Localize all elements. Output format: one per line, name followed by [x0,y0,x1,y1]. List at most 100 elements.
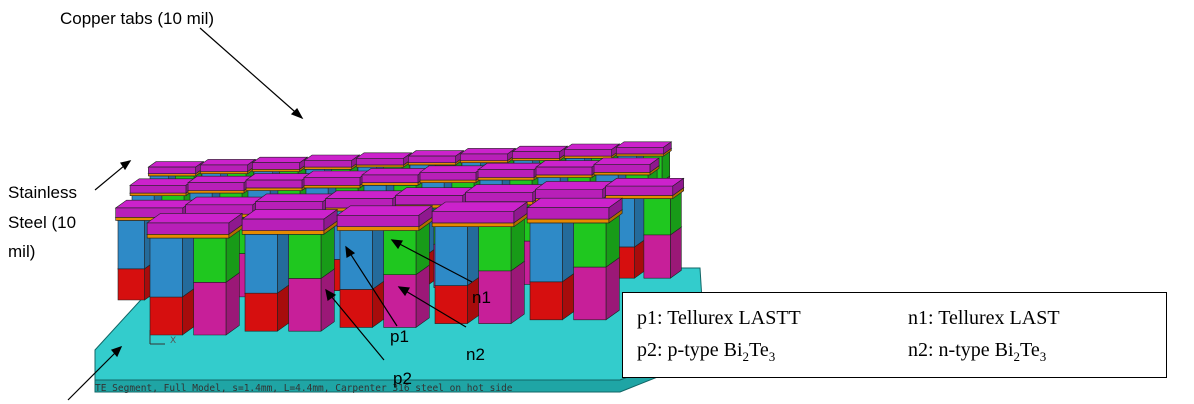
leg-pair-r2-5-copper-front [465,192,534,203]
arrowhead-p2 [325,288,337,302]
leg-pair-r3-3-n2-side [510,260,525,325]
arrowhead-p1 [345,245,356,258]
leg-pair-r3-4-n2-side [605,256,620,321]
leg-pair-r2-0-copper-top [114,199,195,209]
leg-pair-r0-7-copper-front [512,151,560,159]
leg-pair-r1-7-stainless-front [535,174,593,178]
leg-pair-r3-4-n1-front [573,222,607,268]
leg-pair-r2-7-n2-front [643,234,671,279]
legend-p1: p1: Tellurex LASTT [637,307,801,329]
leg-pair-r2-2-copper-top [254,193,335,203]
arrowhead-base [110,346,123,358]
leg-pair-r3-0-copper-front [146,222,230,235]
leg-pair-r1-1-stainless-front [187,190,245,194]
leg-pair-r3-1-copper-front [241,218,325,231]
leg-pair-r0-3-stainless-front [304,166,352,170]
leg-pair-r3-2-stainless-front [336,226,420,231]
leg-pair-r3-2-n2-front [383,274,417,328]
leg-pair-r0-3-copper-front [304,160,352,168]
legend-n1: n1: Tellurex LAST [908,307,1060,329]
leg-pair-r3-0-p2-front [149,296,183,336]
leg-pair-r3-3-stainless-front [431,222,515,227]
leg-pair-r3-1-n2-front [288,278,322,332]
arrow-copper-tabs [199,27,303,119]
leg-pair-r2-0-p1-front [117,220,145,270]
leg-pair-r1-7-copper-top [535,160,602,168]
legend-box: p1: Tellurex LASTT n1: Tellurex LAST p2:… [622,292,1167,378]
arrowhead-copper [290,108,304,120]
leg-pair-r1-8-copper-front [593,164,651,173]
leg-pair-r3-1-p2-front [244,292,278,332]
leg-pair-r0-4-copper-top [355,152,413,159]
leg-pair-r1-7-copper-front [535,166,593,176]
leg-pair-r3-4-p2-front [529,281,563,321]
leg-pair-r1-8-stainless-front [593,172,651,176]
leg-pair-r0-9-copper-front [616,147,664,155]
legend-n2: n2: n-type Bi2Te3 [908,339,1047,364]
leg-pair-r2-3-copper-top [324,190,405,199]
leg-pair-r0-5-stainless-front [408,162,456,166]
viewport-caption: TE Segment, Full Model, s=1.4mm, L=4.4mm… [95,383,513,394]
leg-pair-r0-2-copper-top [251,156,309,163]
leg-pair-r0-7-stainless-front [512,158,560,161]
thermoelectric-legs-group [114,141,685,336]
leg-pair-r2-7-copper-front [605,185,674,196]
leg-pair-r2-7-copper-top [604,178,685,187]
axis-x-label: X [170,336,177,346]
leg-pair-r0-1-copper-top [199,159,257,166]
arrow-n1 [391,239,473,283]
leg-pair-r1-3-copper-front [303,177,361,186]
leg-pair-r0-4-copper-front [356,158,404,166]
leg-pair-r0-2-copper-front [252,162,300,170]
leg-pair-r1-0-stainless-front [129,192,187,196]
legend-p2: p2: p-type Bi2Te3 [637,339,776,364]
leg-pair-r0-0-copper-top [147,161,205,168]
arrow-base [67,346,122,401]
leg-pair-r2-0-p2-front [117,268,145,301]
leg-pair-r0-6-stainless-front [460,160,508,163]
leg-pair-r0-0-stainless-front [148,173,196,177]
leg-pair-r1-3-copper-top [303,170,370,178]
leg-pair-r2-7-n2-side [670,226,682,279]
leg-pair-r3-0-copper-top [146,213,244,224]
leg-pair-r1-5-copper-front [419,172,477,181]
leg-pair-r0-5-copper-top [407,150,465,157]
axis-triad-icon [149,330,165,345]
leg-pair-r0-9-copper-top [615,141,673,148]
leg-pair-r1-4-copper-top [361,168,428,176]
arrow-p2 [325,289,385,361]
arrowhead-n2 [397,286,410,297]
leg-pair-r3-3-copper-front [431,211,515,224]
leg-pair-r0-6-copper-front [460,153,508,161]
leg-pair-r1-1-copper-top [187,175,254,183]
leg-pair-r1-4-copper-front [361,174,419,183]
leg-pair-r3-4-copper-front [526,207,610,220]
leg-pair-r1-6-copper-top [477,162,544,170]
leg-pair-r1-2-copper-front [245,179,303,189]
label-copper-tabs: Copper tabs (10 mil) [60,9,215,28]
leg-pair-r3-2-p2-front [339,289,373,328]
leg-pair-r3-2-n1-front [383,230,417,275]
label-stainless-1: Stainless [8,183,77,202]
leg-pair-r3-2-copper-front [336,215,420,227]
leg-pair-r0-4-stainless-front [356,164,404,168]
leg-pair-r0-3-copper-top [303,154,361,161]
arrowhead-stainless [120,160,132,171]
leg-pair-r0-6-copper-top [459,148,517,155]
leg-pair-r0-5-copper-front [408,155,456,163]
label-n1: n1 [472,288,491,307]
leg-pair-r1-6-copper-front [477,169,535,178]
leg-pair-r3-3-copper-top [431,201,529,212]
leg-pair-r3-2-copper-top [336,205,434,216]
leg-pair-r3-4-n2-front [573,266,607,321]
leg-pair-r3-1-stainless-front [241,230,325,235]
leg-pair-r0-1-stainless-front [200,171,248,174]
leg-pair-r2-5-copper-top [464,184,545,193]
leg-pair-r0-8-copper-top [563,143,621,150]
leg-pair-r0-2-stainless-front [252,169,300,172]
leg-pair-r1-0-copper-top [129,178,196,186]
leg-pair-r0-9-stainless-front [616,153,664,157]
leg-pair-r0-0-copper-front [148,166,196,174]
leg-pair-r0-7-copper-top [511,145,569,152]
